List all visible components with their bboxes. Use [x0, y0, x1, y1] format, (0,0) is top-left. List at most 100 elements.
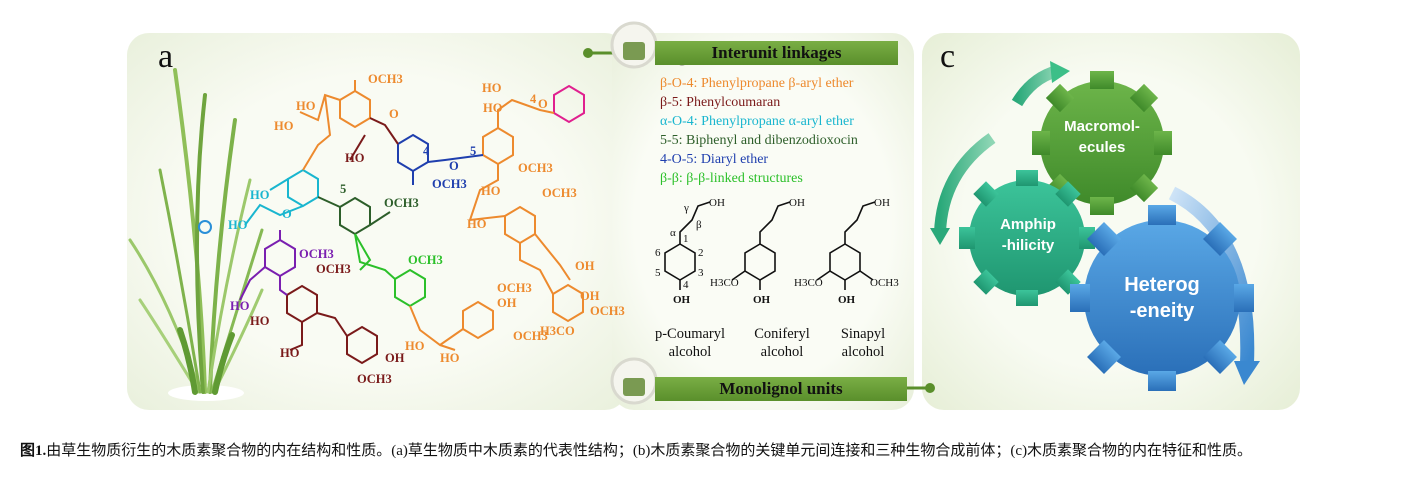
label-ho-1: HO	[296, 99, 316, 113]
label-oh-orange-lower: OH	[497, 296, 517, 310]
mono1-num-6: 6	[655, 247, 661, 259]
mono1-oh-top: OH	[709, 197, 725, 209]
label-ho-darkred-2: HO	[250, 314, 270, 328]
mono1-num-5: 5	[655, 267, 661, 279]
mono1-num-2: 2	[698, 247, 704, 259]
arrow-right-blue	[1168, 186, 1255, 364]
mono3-h3co: H3CO	[794, 277, 823, 289]
label-o-orange: O	[538, 97, 548, 111]
label-ho-darkred-3: HO	[280, 346, 300, 360]
label-ho-darkred: HO	[345, 151, 365, 165]
label-oh-far-right: OH	[580, 289, 600, 303]
label-o-furan: O	[389, 107, 399, 121]
monolignol-structures: OH OH OH γ β α 1 2 3 4 5 6 OH OH OH H3CO…	[655, 197, 899, 306]
label-och3-orange-lower-2: OCH3	[513, 329, 548, 343]
label-h3co-far-right: H3CO	[540, 324, 575, 338]
label-och3-darkgreen: OCH3	[384, 196, 419, 210]
panel-a-letter: a	[158, 38, 174, 75]
label-5-darkgreen: 5	[340, 182, 346, 196]
label-ho-orange-2: HO	[483, 101, 503, 115]
mono2-h3co: H3CO	[710, 277, 739, 289]
ring-darkred-bottom	[346, 325, 378, 365]
gear-label-heterogeneity: Heterog -eneity	[1124, 274, 1200, 322]
linkage-5-5: 5-5: Biphenyl and dibenzodioxocin	[660, 133, 858, 148]
label-oh-orange-r: OH	[575, 259, 595, 273]
connector-top	[583, 21, 660, 69]
label-och3-blue: OCH3	[432, 177, 467, 191]
ring-darkgreen	[339, 196, 371, 236]
ring-orange-right	[482, 126, 514, 166]
grass-illustration	[128, 68, 264, 401]
mono1-num-1: 1	[683, 233, 689, 245]
label-och3-orange-r: OCH3	[518, 161, 553, 175]
label-oh-darkred: OH	[385, 351, 405, 365]
linkage-beta-beta: β-β: β-β-linked structures	[660, 171, 803, 186]
ring-orange-mid	[504, 205, 536, 245]
label-ho-orange-5: HO	[405, 339, 425, 353]
label-4-orange: 4	[530, 92, 537, 106]
label-ho-orange-3: HO	[481, 184, 501, 198]
linkage-4-o-5: 4-O-5: Diaryl ether	[660, 152, 769, 167]
ring-purple	[264, 238, 296, 278]
mono1-num-3: 3	[698, 267, 704, 279]
figure-caption: 图1.由草生物质衍生的木质素聚合物的内在结构和性质。(a)草生物质中木质素的代表…	[20, 440, 1400, 462]
label-och3-green: OCH3	[408, 253, 443, 267]
label-ho-cyan-2: HO	[228, 218, 248, 232]
mono3-och3: OCH3	[870, 277, 899, 289]
label-ho-orange-4: HO	[467, 217, 487, 231]
ring-magenta	[553, 84, 585, 124]
ring-cyan	[287, 168, 319, 208]
label-o-cyan: O	[282, 207, 292, 221]
ring-darkred-bottom-left	[286, 284, 318, 324]
label-ho-cyan-1: HO	[250, 188, 270, 202]
label-och3-darkred-bottom: OCH3	[357, 372, 392, 386]
mono3-oh-top: OH	[874, 197, 890, 209]
ring-green	[394, 268, 426, 308]
label-ho-orange-top: HO	[482, 81, 502, 95]
ring-orange-top	[339, 89, 371, 129]
panel-b-background	[612, 33, 914, 410]
gears-diagram	[930, 61, 1260, 391]
label-och3-far-right: OCH3	[590, 304, 625, 318]
mono1-beta: β	[696, 219, 702, 231]
gear-label-macromolecules: Macromol- ecules	[1064, 118, 1140, 156]
label-och3-top: OCH3	[368, 72, 403, 86]
gear-heterogeneity	[1070, 205, 1254, 391]
monolignol-units-banner: Monolignol units	[655, 377, 907, 401]
mono1-gamma: γ	[683, 202, 689, 214]
connector-bottom	[610, 357, 935, 405]
linkage-beta-o-4: β-O-4: Phenylpropane β-aryl ether	[660, 76, 854, 91]
label-och3-purple: OCH3	[299, 247, 334, 261]
arrow-left	[934, 133, 996, 234]
mono1-alpha: α	[670, 227, 676, 239]
gear-macromolecules	[1032, 71, 1172, 215]
gear-label-amphiphilicity: Amphip -hilicity	[1000, 216, 1056, 254]
label-och3-orange-mid: OCH3	[542, 186, 577, 200]
interunit-linkages-banner: Interunit linkages	[655, 41, 898, 65]
caption-text: 由草生物质衍生的木质素聚合物的内在结构和性质。(a)草生物质中木质素的代表性结构…	[46, 443, 1253, 459]
linkage-beta-5: β-5: Phenylcoumaran	[660, 95, 781, 110]
label-o-blue: O	[449, 159, 459, 173]
label-ho-2: HO	[274, 119, 294, 133]
label-5-blue: 5	[470, 144, 476, 158]
label-och3-darkred: OCH3	[316, 262, 351, 276]
label-4-blue: 4	[423, 144, 430, 158]
caption-label: 图1.	[20, 443, 47, 459]
mono2-oh-top: OH	[789, 197, 805, 209]
label-ho-purple: HO	[230, 299, 250, 313]
mono1-num-4: 4	[683, 279, 689, 291]
grass-magnifier-marker	[198, 220, 212, 234]
ring-orange-lower	[462, 300, 494, 340]
label-och3-orange-lower: OCH3	[497, 281, 532, 295]
label-ho-orange-6: HO	[440, 351, 460, 365]
panel-c-letter: c	[940, 38, 956, 75]
mono2-oh: OH	[753, 294, 771, 306]
ring-orange-far-right	[552, 283, 584, 323]
linkage-alpha-o-4: α-O-4: Phenylpropane α-aryl ether	[660, 114, 854, 129]
mono1-oh: OH	[673, 294, 691, 306]
mono3-oh: OH	[838, 294, 856, 306]
